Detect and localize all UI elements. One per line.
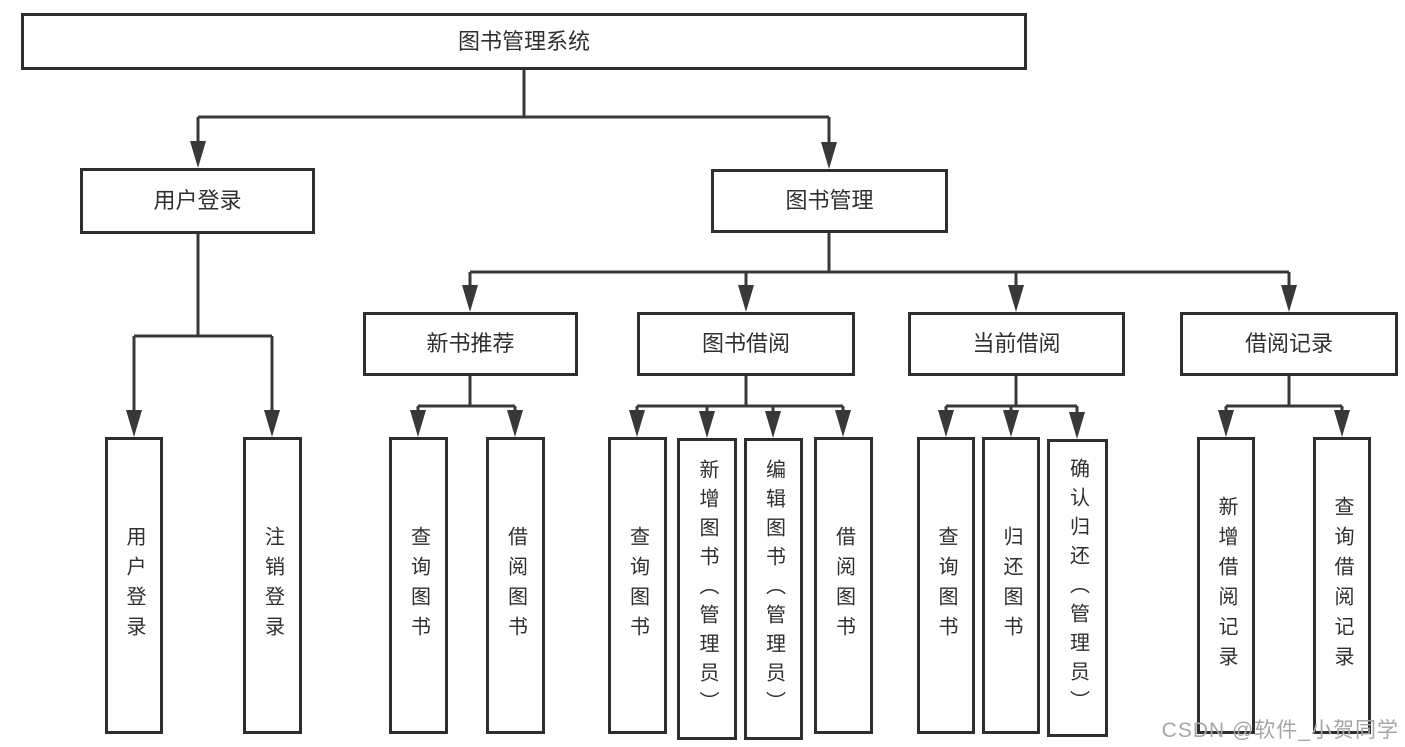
leaf-edit-book-admin: 编辑图书（管理员） (744, 438, 803, 740)
node-root-library-system: 图书管理系统 (21, 13, 1027, 70)
node-new-book-recommend: 新书推荐 (363, 312, 578, 376)
leaf-add-book-admin: 新增图书（管理员） (677, 438, 737, 740)
leaf-borrow-books-borrowing: 借阅图书 (814, 437, 873, 734)
leaf-borrow-books-recommend: 借阅图书 (486, 437, 545, 734)
leaf-query-books-recommend: 查询图书 (389, 437, 448, 734)
leaf-return-book: 归还图书 (982, 437, 1040, 734)
leaf-query-books-current: 查询图书 (917, 437, 975, 734)
node-current-borrowing: 当前借阅 (908, 312, 1125, 376)
leaf-query-borrow-record: 查询借阅记录 (1313, 437, 1371, 734)
leaf-query-books-borrowing: 查询图书 (608, 437, 667, 734)
leaf-add-borrow-record: 新增借阅记录 (1197, 437, 1255, 734)
node-borrowing-records: 借阅记录 (1180, 312, 1398, 376)
node-user-login: 用户登录 (80, 168, 315, 234)
leaf-confirm-return-admin: 确认归还（管理员） (1047, 439, 1108, 737)
csdn-watermark: CSDN @软件_小贺同学 (1161, 719, 1399, 742)
node-book-borrowing: 图书借阅 (637, 312, 855, 376)
leaf-logout: 注销登录 (243, 437, 302, 734)
node-book-management: 图书管理 (711, 169, 948, 233)
leaf-user-login: 用户登录 (105, 437, 163, 734)
